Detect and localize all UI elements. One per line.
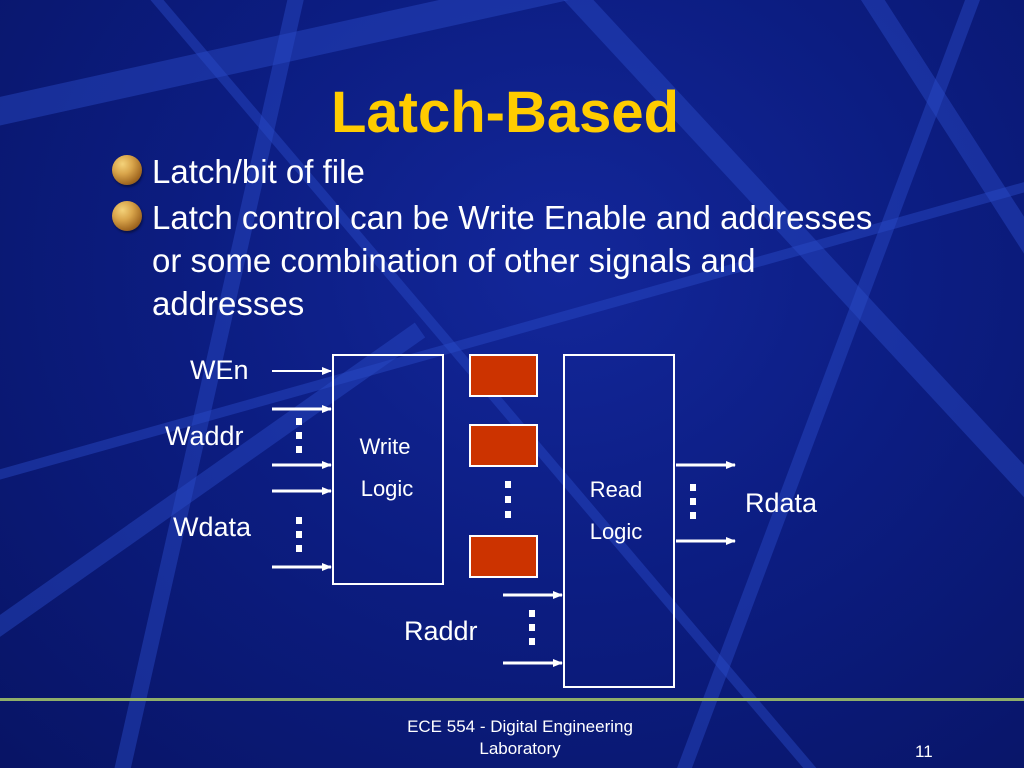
write-logic-block bbox=[332, 354, 444, 585]
bullet-item: Latch control can be Write Enable and ad… bbox=[112, 196, 892, 325]
footer-course-line: Laboratory bbox=[479, 739, 561, 758]
raddr-label: Raddr bbox=[404, 616, 478, 646]
bullet-list: Latch/bit of file Latch control can be W… bbox=[112, 150, 892, 328]
rdata-arrows bbox=[676, 461, 736, 545]
read-logic-block bbox=[563, 354, 675, 688]
latch-register bbox=[469, 354, 538, 397]
sphere-bullet-icon bbox=[112, 201, 142, 231]
raddr-arrows bbox=[503, 591, 563, 667]
write-input-arrows bbox=[272, 367, 332, 571]
waddr-label: Waddr bbox=[165, 421, 244, 451]
latch-register bbox=[469, 535, 538, 578]
bullet-item: Latch/bit of file bbox=[112, 150, 892, 193]
read-logic-label: Read bbox=[590, 477, 643, 502]
latch-ellipsis bbox=[505, 481, 511, 518]
write-logic-label: Logic bbox=[361, 476, 414, 501]
rdata-ellipsis bbox=[690, 484, 696, 519]
latch-register bbox=[469, 424, 538, 467]
raddr-ellipsis bbox=[529, 610, 535, 645]
rdata-label: Rdata bbox=[745, 488, 818, 518]
write-logic-label: Write bbox=[360, 434, 411, 459]
page-number: 11 bbox=[915, 742, 933, 761]
footer-course-line: ECE 554 - Digital Engineering bbox=[407, 717, 633, 736]
bullet-text: Latch control can be Write Enable and ad… bbox=[152, 199, 873, 322]
wen-label: WEn bbox=[190, 355, 249, 385]
wdata-ellipsis bbox=[296, 517, 302, 552]
footer-course: ECE 554 - Digital Engineering Laboratory bbox=[370, 716, 670, 760]
bullet-text: Latch/bit of file bbox=[152, 153, 365, 190]
sphere-bullet-icon bbox=[112, 155, 142, 185]
slide-title: Latch-Based bbox=[330, 80, 680, 145]
waddr-ellipsis bbox=[296, 418, 302, 453]
wdata-label: Wdata bbox=[173, 512, 252, 542]
read-logic-label: Logic bbox=[590, 519, 643, 544]
footer-divider bbox=[0, 698, 1024, 701]
